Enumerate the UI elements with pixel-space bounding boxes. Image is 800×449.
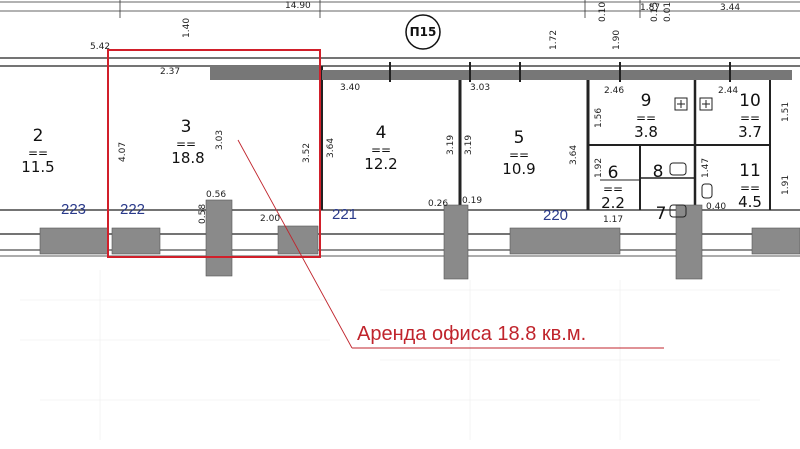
room-area: 3.8: [634, 123, 658, 141]
pillar: [751, 227, 800, 255]
sanitary-fixtures: [669, 97, 713, 218]
building-number: 221: [332, 206, 357, 223]
dimension-label: 3.19: [446, 135, 456, 155]
dimension-label: 3.64: [326, 138, 336, 158]
pillar: [205, 199, 233, 277]
dimension-label: 1.92: [594, 158, 604, 178]
room-number: 4: [376, 123, 387, 143]
dimension-label: 2.37: [160, 67, 180, 77]
dimension-label: 1.40: [182, 18, 192, 38]
room-9: 9 == 3.8: [634, 91, 658, 141]
room-area: 12.2: [364, 155, 397, 173]
rental-ad-text: Аренда офиса 18.8 кв.м.: [357, 323, 586, 345]
wall-room3-top: [210, 66, 320, 80]
room-4: 4 == 12.2: [364, 123, 397, 173]
dimension-label: 1.72: [549, 30, 559, 50]
dimension-label: 3.03: [470, 83, 490, 93]
dimension-label: 3.64: [569, 145, 579, 165]
room-number: 9: [641, 91, 652, 111]
dimension-label: 1.17: [603, 215, 623, 225]
dimension-label: 3.44: [720, 3, 740, 13]
dimension-label: 2.44: [718, 86, 738, 96]
dimension-label: 0.15: [650, 2, 660, 22]
dimension-label: 1.90: [612, 30, 622, 50]
dimension-label: 0.58: [198, 204, 208, 224]
dimension-label: 0.40: [706, 202, 726, 212]
room-area: 2.2: [601, 194, 625, 212]
dimension-label: 0.56: [206, 190, 226, 200]
room-number: 2: [33, 126, 44, 146]
dimension-label: 1.56: [594, 108, 604, 128]
room-area: 11.5: [21, 158, 54, 176]
room-separator: ==: [28, 146, 48, 160]
background-noise: [20, 270, 780, 440]
room-separator: ==: [176, 137, 196, 151]
room-number: 6: [608, 163, 619, 183]
dimension-label: 0.19: [462, 196, 482, 206]
pillar: [39, 227, 109, 255]
building-number: 222: [120, 201, 145, 218]
room-number: 7: [656, 204, 667, 224]
room-area: 18.8: [171, 149, 204, 167]
room-area: 4.5: [738, 193, 762, 211]
room-5: 5 == 10.9: [502, 128, 535, 178]
pillar: [509, 227, 621, 255]
dimension-label: 0.26: [428, 199, 448, 209]
pillar: [675, 204, 703, 280]
wall-room4-top: [322, 70, 792, 80]
room-3: 3 == 18.8: [171, 117, 204, 167]
dimension-label: 2.00: [260, 214, 280, 224]
dimension-label: 3.52: [302, 143, 312, 163]
dimension-label: 14.90: [285, 1, 311, 11]
rental-room-highlight: [107, 49, 321, 258]
room-separator: ==: [636, 111, 656, 125]
room-number: 3: [181, 117, 192, 137]
room-2: 2 == 11.5: [21, 126, 54, 176]
room-number: 10: [739, 91, 761, 111]
dimension-label: 0.10: [598, 2, 608, 22]
room-area: 10.9: [502, 160, 535, 178]
room-separator: ==: [509, 148, 529, 162]
room-number: 11: [739, 161, 761, 181]
top-dimension-line: [0, 0, 800, 18]
room-separator: ==: [371, 143, 391, 157]
pillar: [111, 227, 161, 255]
dimension-label: 0.01: [663, 2, 673, 22]
room-separator: ==: [740, 181, 760, 195]
dimension-label: 3.40: [340, 83, 360, 93]
room-number: 5: [514, 128, 525, 148]
axis-marker: [405, 14, 441, 50]
room-area: 3.7: [738, 123, 762, 141]
building-number: 223: [61, 201, 86, 218]
dimension-label: 1.47: [701, 158, 711, 178]
room-separator: ==: [603, 182, 623, 196]
dimension-label: 4.07: [118, 142, 128, 162]
room-7: 7: [656, 204, 667, 224]
room-number: 8: [653, 162, 664, 182]
dimension-label: 5.42: [90, 42, 110, 52]
building-number: 220: [543, 207, 568, 224]
leader-line: [237, 139, 353, 349]
room-8: 8: [653, 162, 664, 182]
pillar: [443, 204, 469, 280]
dimension-label: 1.91: [781, 175, 791, 195]
room-separator: ==: [740, 111, 760, 125]
room-6: 6 == 2.2: [601, 163, 625, 212]
axis-label: П15: [410, 25, 437, 39]
dimension-label: 1.87: [640, 3, 660, 13]
dimension-label: 3.19: [464, 135, 474, 155]
room-10: 10 == 3.7: [738, 91, 762, 141]
dimension-label: 2.46: [604, 86, 624, 96]
dimension-label: 1.51: [781, 102, 791, 122]
dimension-label: 3.03: [215, 130, 225, 150]
room-11: 11 == 4.5: [738, 161, 762, 211]
